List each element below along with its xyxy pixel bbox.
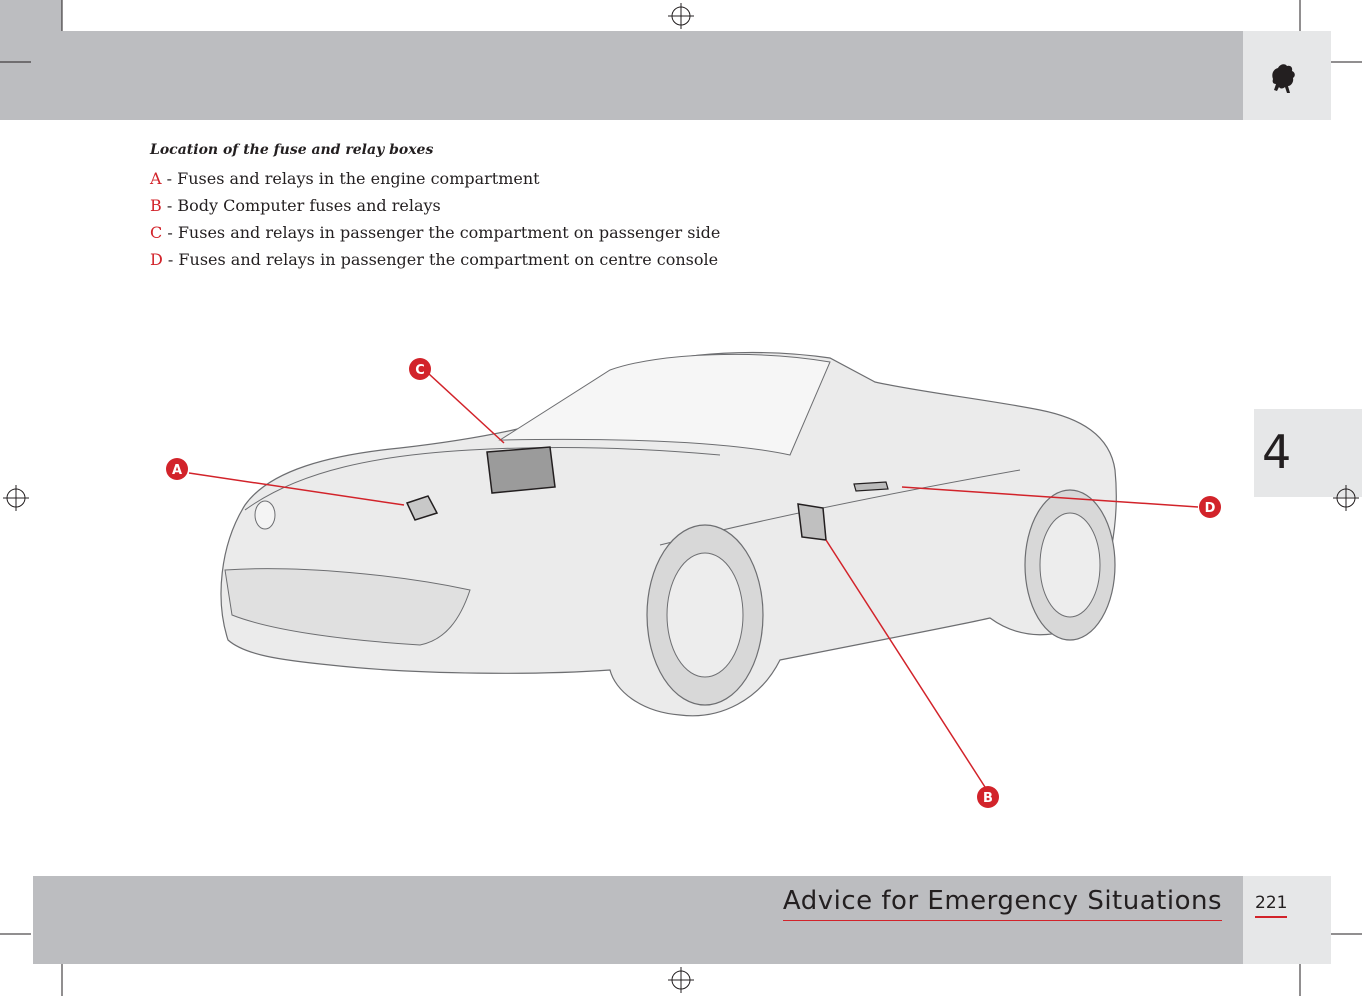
prancing-horse-icon (1272, 64, 1295, 93)
chapter-tab[interactable] (1254, 409, 1362, 497)
legend-item-d: D - Fuses and relays in passenger the co… (150, 250, 718, 269)
callout-a: A (166, 458, 188, 480)
callout-b-label: B (983, 791, 993, 806)
registration-mark-left (3, 485, 29, 511)
legend-letter: B (150, 196, 162, 215)
leader-line-c (428, 373, 505, 444)
header-band (0, 31, 1243, 120)
legend-letter: D (150, 250, 163, 269)
page-number: 221 (1255, 892, 1288, 918)
fuse-box-b (797, 503, 827, 541)
page-number-box (1243, 876, 1331, 964)
fuse-box-a (405, 495, 439, 521)
leader-line-b (825, 539, 986, 788)
legend-text: - Fuses and relays in the engine compart… (161, 169, 540, 188)
callout-c: C (409, 358, 431, 380)
leader-line-a (188, 472, 405, 506)
callout-b: B (977, 786, 999, 808)
car-windshield (498, 353, 831, 456)
leader-line-d (901, 486, 1199, 508)
legend-text: - Fuses and relays in passenger the comp… (162, 223, 721, 242)
legend-item-a: A - Fuses and relays in the engine compa… (150, 169, 540, 188)
car-grille (224, 568, 471, 646)
registration-mark-bottom (668, 967, 694, 993)
legend-letter: C (150, 223, 163, 242)
section-title[interactable]: Advice for Emergency Situations (782, 884, 1222, 921)
legend-text: - Fuses and relays in passenger the comp… (162, 250, 719, 269)
headlight (254, 500, 276, 530)
callout-d: D (1199, 496, 1221, 518)
legend-item-b: B - Body Computer fuses and relays (150, 196, 441, 215)
chapter-number: 4 (1262, 425, 1292, 479)
legend-letter: A (150, 169, 162, 188)
fuse-box-d (853, 481, 889, 492)
car-hood (244, 447, 721, 511)
callout-c-label: C (415, 363, 425, 378)
legend-item-c: C - Fuses and relays in passenger the co… (150, 223, 720, 242)
logo-box (1243, 31, 1331, 120)
callout-a-label: A (172, 463, 182, 478)
legend-text: - Body Computer fuses and relays (161, 196, 441, 215)
callout-d-label: D (1205, 501, 1216, 516)
section-heading: Location of the fuse and relay boxes (150, 142, 434, 158)
registration-mark-top (668, 3, 694, 29)
registration-mark-right (1333, 485, 1359, 511)
fuse-box-c (486, 446, 556, 494)
